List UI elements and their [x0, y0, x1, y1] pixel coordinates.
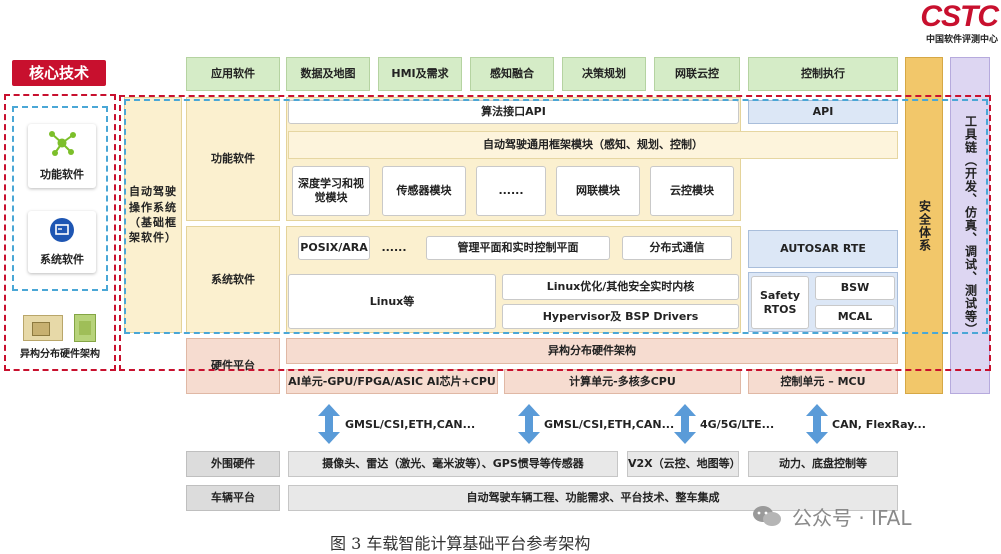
double-arrow-icon	[674, 404, 696, 444]
network-icon	[49, 131, 76, 156]
core-tech-frame	[4, 94, 116, 371]
system-icon	[50, 218, 74, 242]
app-hmi: HMI及需求	[378, 57, 462, 91]
algo-api: 算法接口API	[288, 100, 739, 124]
wechat-watermark: 公众号 · IFAL	[752, 500, 982, 530]
sys-more: ......	[381, 241, 407, 255]
autosar-rte: AUTOSAR RTE	[748, 230, 898, 268]
logo-mark: CSTC	[920, 0, 999, 33]
module-sensor: 传感器模块	[382, 166, 466, 216]
figure-caption: 图 3 车载智能计算基础平台参考架构	[330, 534, 591, 553]
row-label-periph: 外围硬件	[186, 451, 280, 477]
link-label-4: CAN, FlexRay...	[832, 418, 926, 431]
func-software-card: 功能软件	[28, 124, 96, 188]
periph-sensors: 摄像头、雷达（激光、毫米波等）、GPS惯导等传感器	[288, 451, 618, 477]
os-label-text: 自动驾驶操作系统（基础框架软件）	[129, 185, 177, 245]
sys-software-card: 系统软件	[28, 211, 96, 273]
safety-rtos: Safety RTOS	[751, 276, 809, 329]
compute-unit: 计算单元-多核多CPU	[504, 369, 741, 394]
app-perception-fusion: 感知融合	[470, 57, 554, 91]
hypervisor-bsp: Hypervisor及 BSP Drivers	[502, 304, 739, 329]
periph-power: 动力、底盘控制等	[748, 451, 898, 477]
app-decision-planning: 决策规划	[562, 57, 646, 91]
link-label-2: GMSL/CSI,ETH,CAN...	[544, 418, 675, 431]
link-label-3: 4G/5G/LTE...	[700, 418, 775, 431]
link-label-1: GMSL/CSI,ETH,CAN...	[345, 418, 476, 431]
module-cloud: 云控模块	[650, 166, 734, 216]
mgmt-plane: 管理平面和实时控制平面	[426, 236, 610, 260]
app-cloud-control: 网联云控	[654, 57, 740, 91]
linux: Linux等	[288, 274, 496, 329]
double-arrow-icon	[318, 404, 340, 444]
row-label-func-software: 功能软件	[186, 97, 280, 221]
app-control-exec: 控制执行	[748, 57, 898, 91]
func-software-label: 功能软件	[40, 168, 84, 181]
posix-ara: POSIX/ARA	[298, 236, 370, 260]
double-arrow-icon	[806, 404, 828, 444]
double-arrow-icon	[518, 404, 540, 444]
logo-subtitle: 中国软件评测中心	[925, 35, 998, 45]
api-box: API	[748, 100, 898, 124]
os-label: 自动驾驶操作系统（基础框架软件）	[124, 97, 182, 333]
module-more: ......	[476, 166, 546, 216]
periph-v2x: V2X（云控、地图等）	[627, 451, 741, 477]
distributed-comm: 分布式通信	[622, 236, 732, 260]
vehicle-platform: 自动驾驶车辆工程、功能需求、平台技术、整车集成	[288, 485, 898, 511]
row-label-hw-platform: 硬件平台	[186, 338, 280, 394]
hetero-hw-arch: 异构分布硬件架构	[286, 338, 898, 364]
module-dl-vision: 深度学习和视觉模块	[292, 166, 370, 216]
toolchain: 工具链（开发、仿真、调试、测试等）	[950, 57, 990, 394]
chip-icon	[74, 314, 96, 342]
row-label-apps: 应用软件	[186, 57, 280, 91]
mcal: MCAL	[815, 305, 895, 329]
linux-optimized: Linux优化/其他安全实时内核	[502, 274, 739, 300]
row-label-vehicle: 车辆平台	[186, 485, 280, 511]
hetero-hw-label: 异构分布硬件架构	[20, 349, 100, 360]
bsw: BSW	[815, 276, 895, 300]
row-label-sys-software: 系统软件	[186, 226, 280, 333]
wechat-icon	[753, 506, 781, 526]
ad-framework: 自动驾驶通用框架模块（感知、规划、控制）	[288, 131, 898, 159]
core-software-frame	[12, 106, 108, 291]
safety-system: 安全体系	[905, 57, 943, 394]
core-tech-title: 核心技术	[12, 60, 106, 86]
ai-unit: AI单元-GPU/FPGA/ASIC AI芯片+CPU	[286, 369, 498, 394]
software-outline	[124, 99, 988, 334]
cstc-logo: CSTC 中国软件评测中心	[896, 0, 999, 46]
chip-board-icon	[23, 315, 63, 341]
app-data-map: 数据及地图	[286, 57, 370, 91]
core-tech-outline	[119, 95, 991, 371]
sys-software-label: 系统软件	[40, 253, 84, 266]
control-unit: 控制单元 – MCU	[748, 369, 898, 394]
watermark-text: 公众号 · IFAL	[792, 506, 912, 530]
module-network: 网联模块	[556, 166, 640, 216]
